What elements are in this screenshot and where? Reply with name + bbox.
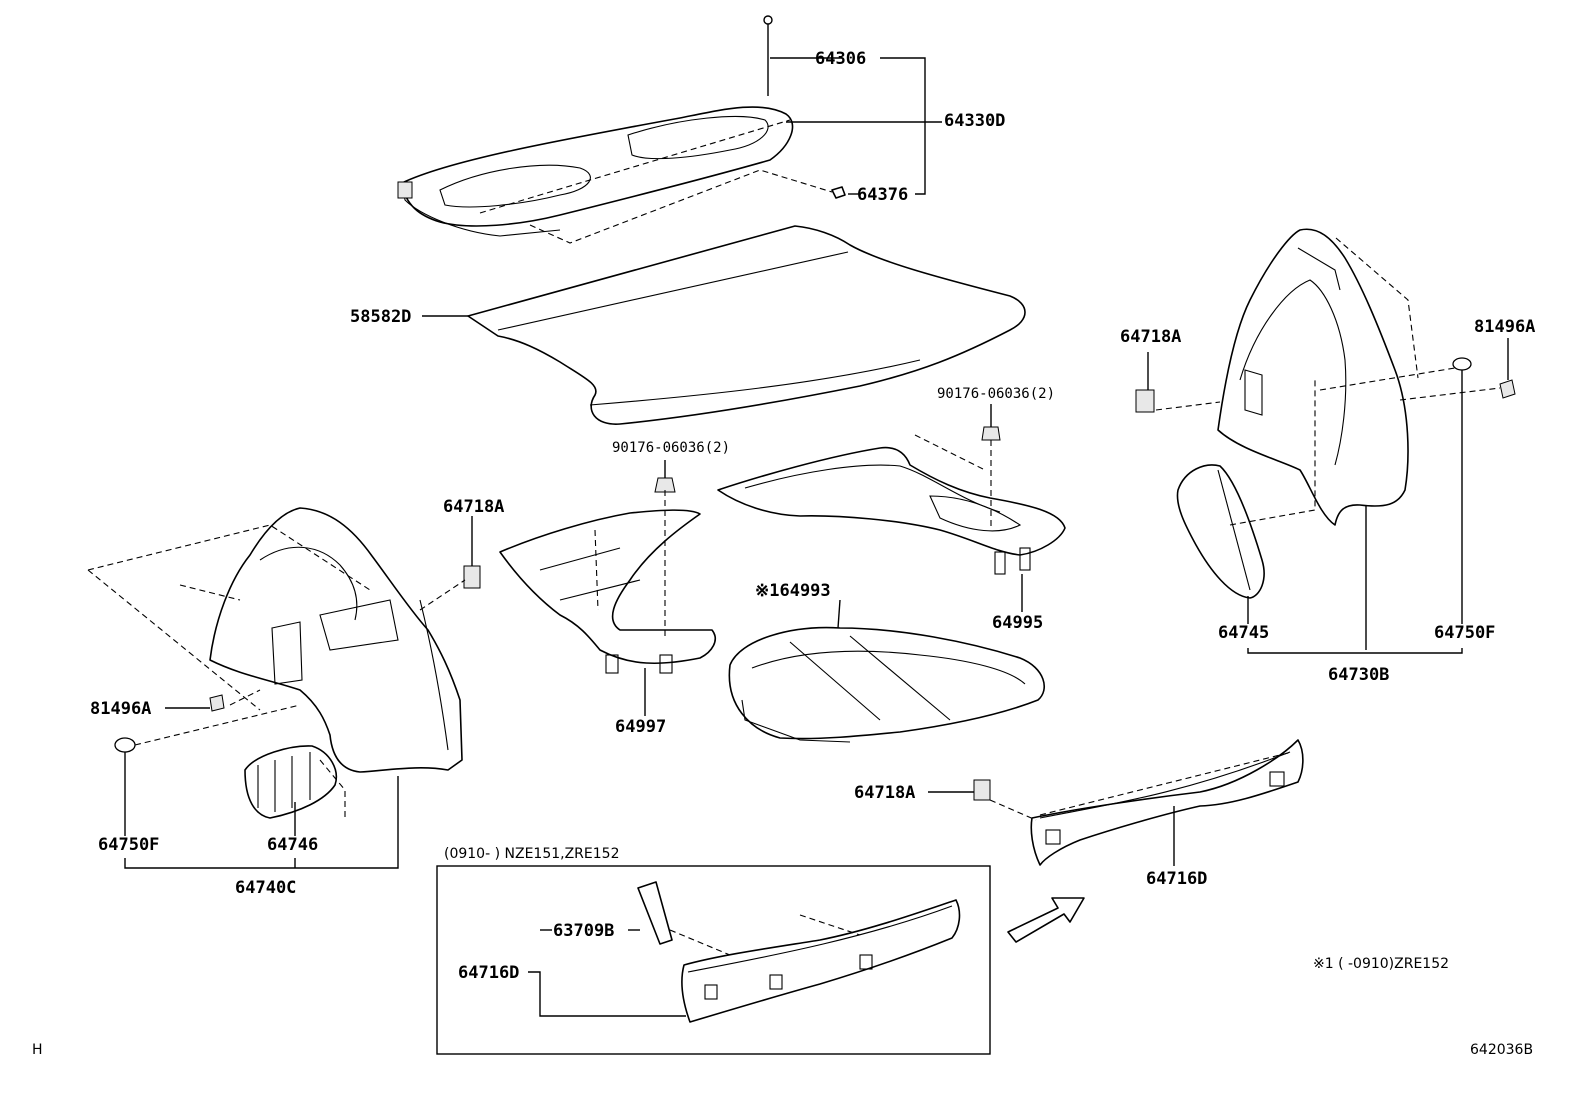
right-tray-part: [717, 446, 1066, 575]
label-64750f-right: 64750F: [1434, 623, 1495, 643]
trunk-mat-part: [467, 225, 1026, 425]
center-tray-part: [499, 509, 716, 674]
left-side-trim-part: [209, 507, 463, 773]
left-panel-part: [244, 745, 337, 819]
label-64750f-left: 64750F: [98, 835, 159, 855]
label-64746: 64746: [267, 835, 318, 855]
label-64995: 64995: [992, 613, 1043, 633]
nut-right-part: [981, 426, 1001, 441]
label-64740c: 64740C: [235, 878, 296, 898]
label-64330d: 64330D: [944, 111, 1005, 131]
label-90176-right: 90176-06036(2): [937, 386, 1055, 402]
clip-right-part: [1135, 389, 1155, 413]
clip-81496a-right-part: [1499, 379, 1516, 399]
fastener-right-part: [1452, 357, 1472, 380]
clip-part: [831, 186, 846, 199]
strap-part: [763, 15, 773, 96]
label-64993: ※164993: [755, 581, 831, 601]
label-64730b: 64730B: [1328, 665, 1389, 685]
clip-81496a-left-part: [209, 694, 225, 712]
label-63709b: 63709B: [553, 921, 614, 941]
leader-lines: [124, 57, 1509, 1017]
label-58582d: 58582D: [350, 307, 411, 327]
code-left: H: [32, 1042, 43, 1058]
label-64716d-right: 64716D: [1146, 869, 1207, 889]
inset-bracket-part: [637, 881, 673, 945]
side-cover-part: [1176, 464, 1265, 599]
inset-title: (0910- ) NZE151,ZRE152: [444, 846, 619, 862]
label-81496a-right: 81496A: [1474, 317, 1535, 337]
inset-box: [436, 865, 991, 1055]
deck-tray-part: [728, 626, 1046, 743]
label-64718a-left: 64718A: [443, 497, 504, 517]
code-right: 642036B: [1470, 1042, 1533, 1058]
clip-left-part: [463, 565, 481, 589]
label-64997: 64997: [615, 717, 666, 737]
right-side-trim-part: [1217, 228, 1409, 526]
package-tray-part: [397, 106, 794, 237]
sill-plate-part: [1030, 739, 1304, 866]
label-64376: 64376: [857, 185, 908, 205]
nut-center-part: [654, 477, 676, 493]
label-90176-center: 90176-06036(2): [612, 440, 730, 456]
label-81496a-left: 81496A: [90, 699, 151, 719]
inset-sill-plate-part: [681, 899, 961, 1023]
label-64745: 64745: [1218, 623, 1269, 643]
label-64718a-bottom: 64718A: [854, 783, 915, 803]
direction-arrow: [1007, 897, 1085, 943]
fastener-left-part: [114, 737, 136, 762]
clip-bottom-part: [973, 779, 991, 801]
label-64718a-right: 64718A: [1120, 327, 1181, 347]
footnote: ※1 ( -0910)ZRE152: [1313, 956, 1449, 972]
label-64306: 64306: [815, 49, 866, 69]
label-64716d-inset: 64716D: [458, 963, 519, 983]
